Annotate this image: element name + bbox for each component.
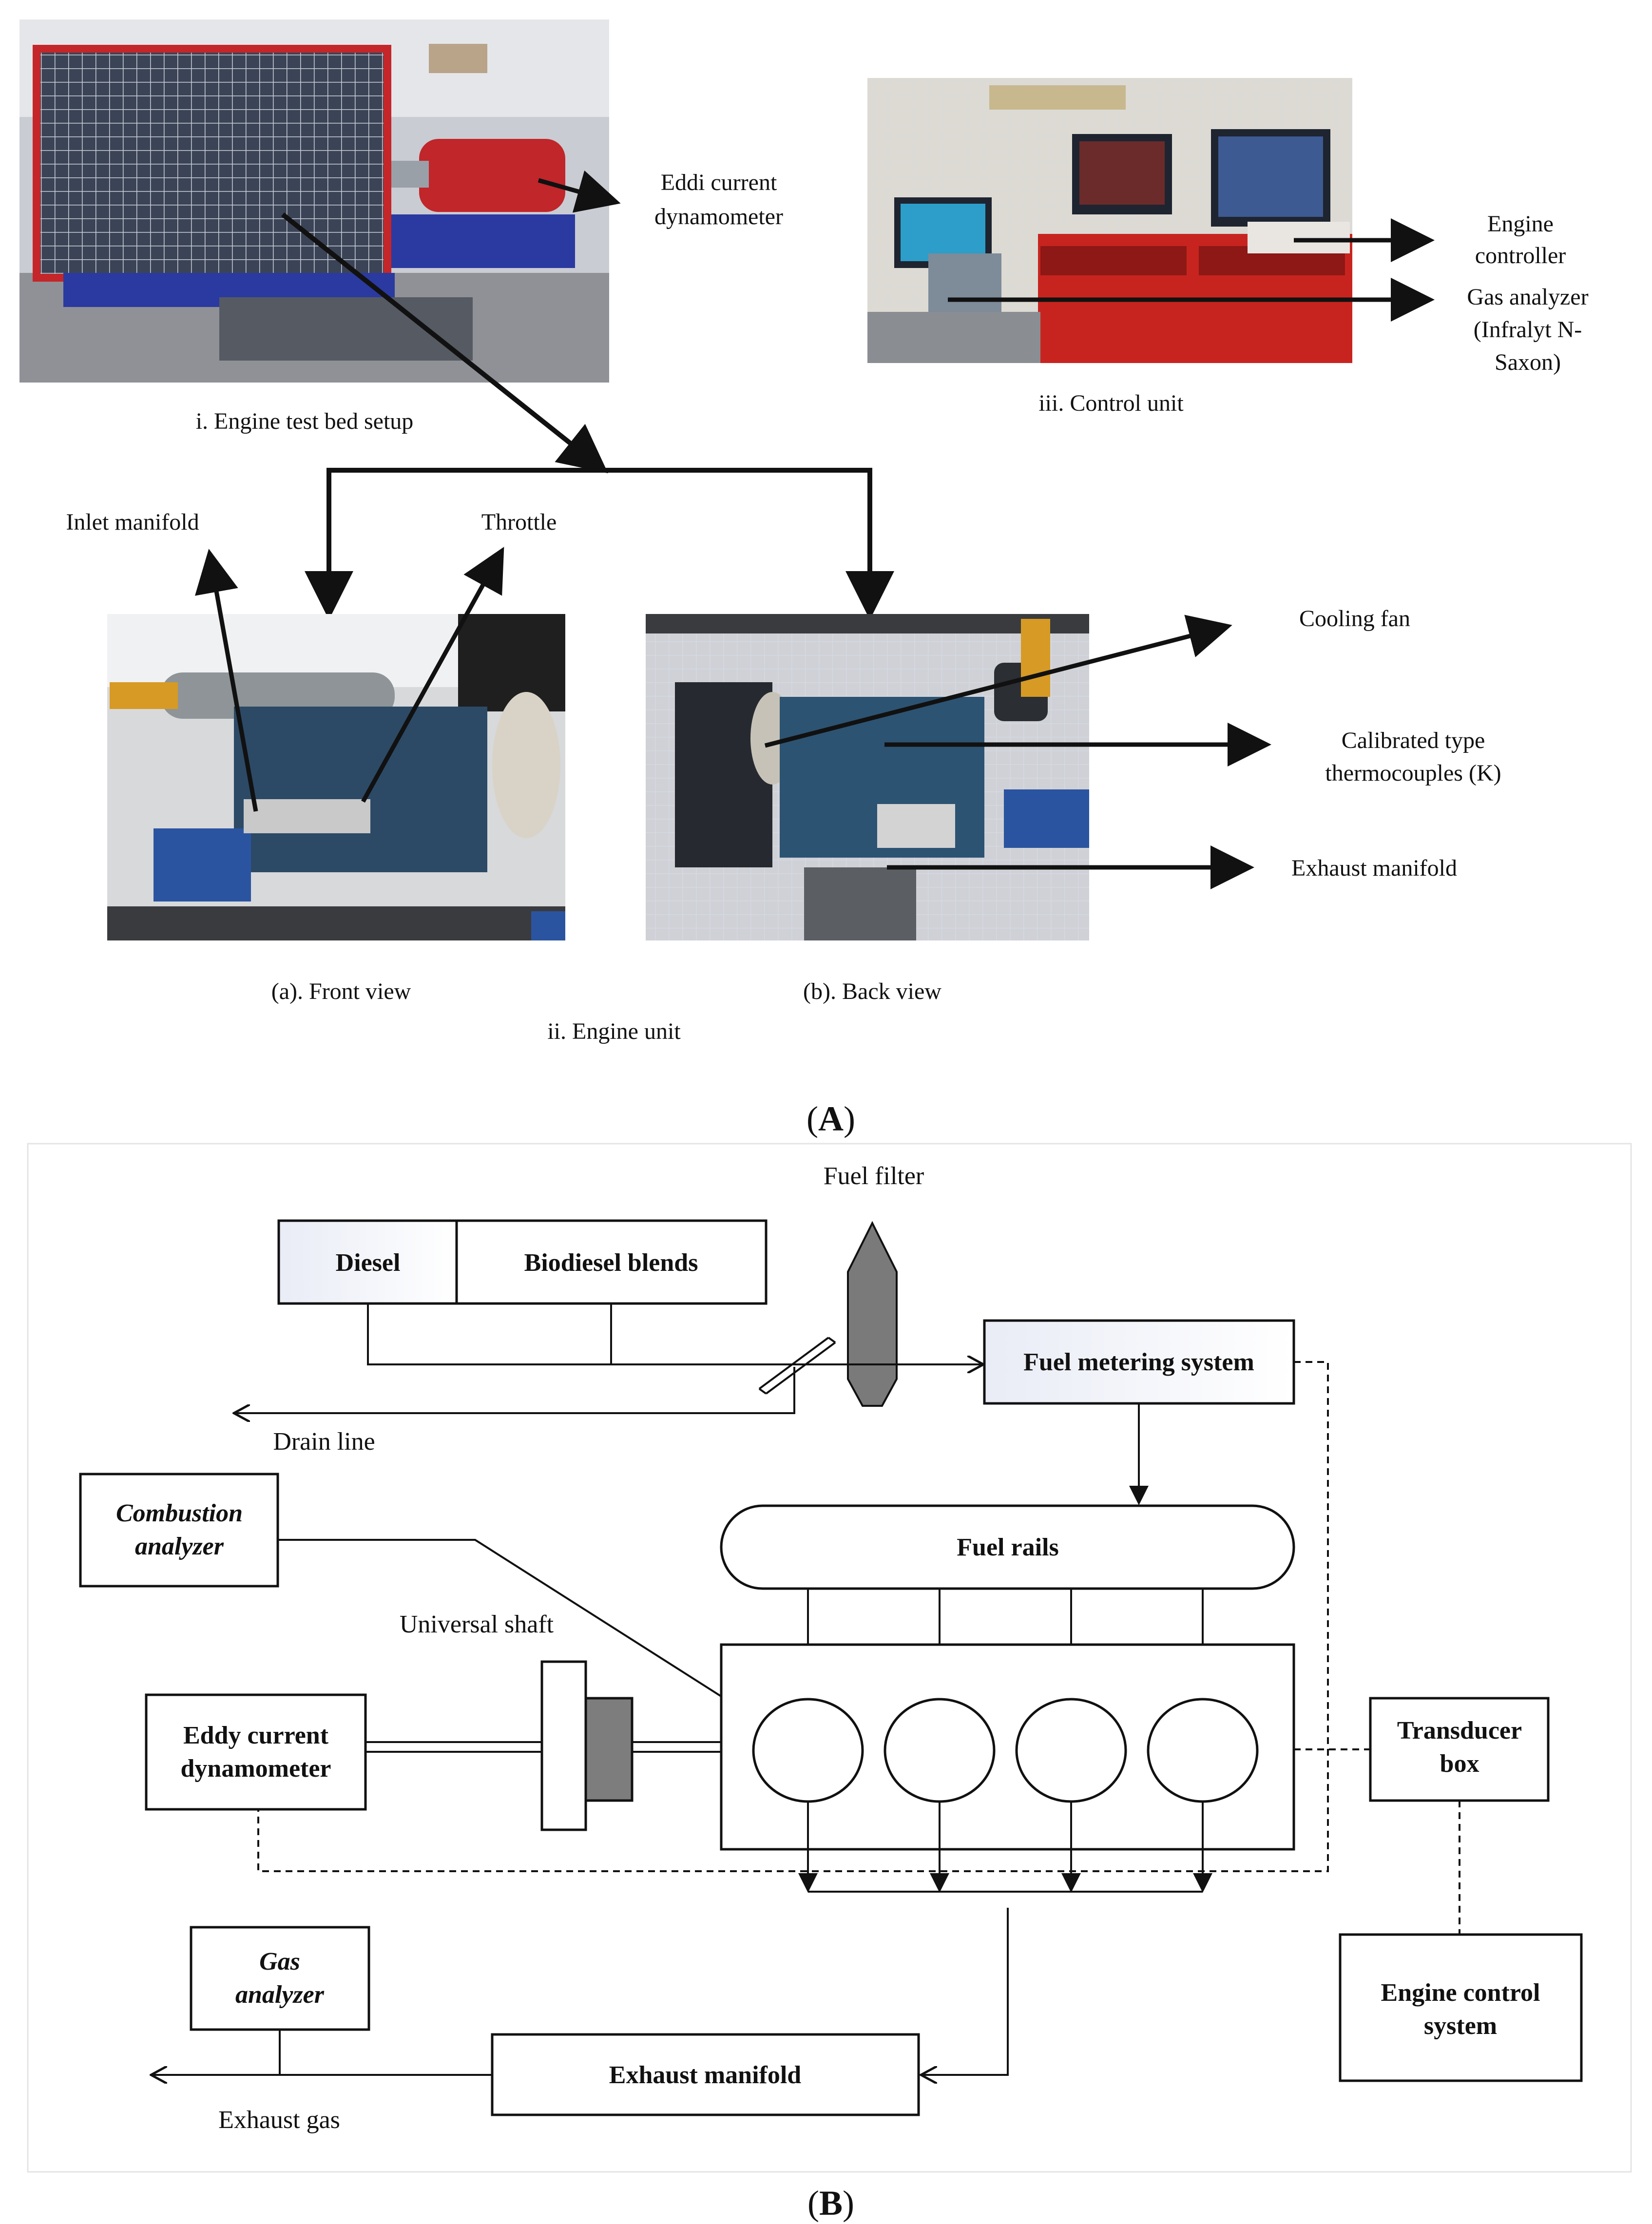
label-exhaust-gas: Exhaust gas [218, 2106, 340, 2134]
back-view-callouts: Cooling fan Calibrated type thermocouple… [764, 606, 1501, 889]
label-system: system [1424, 2012, 1497, 2040]
cylinder-1 [752, 1698, 864, 1803]
label-calibrated-type: Calibrated type [1342, 728, 1485, 753]
box-exhaust-manifold [491, 2033, 920, 2116]
label-fuel-metering-system: Fuel metering system [1023, 1348, 1254, 1376]
control-unit-callouts: Engine controller Gas analyzer (Infralyt… [948, 211, 1589, 375]
panel-a: Eddi current dynamometer i. Engine test … [19, 19, 1589, 1138]
label-throttle: Throttle [481, 509, 557, 535]
universal-shaft: Universal shaft [365, 1610, 721, 1831]
label-drain-line: Drain line [273, 1428, 375, 1456]
label-controller: controller [1475, 243, 1566, 268]
photo-engine-test-bed [19, 19, 609, 383]
gas-analyzer-b: Gas analyzer [190, 1926, 370, 2075]
label-universal-shaft: Universal shaft [400, 1610, 554, 1638]
label-diesel: Diesel [336, 1249, 401, 1277]
label-dynamometer: dynamometer [654, 204, 783, 230]
label-transducer: Transducer [1397, 1717, 1522, 1745]
label-fuel-rails: Fuel rails [957, 1534, 1058, 1561]
fuel-metering-system: Fuel metering system [983, 1319, 1295, 1505]
combustion-analyzer: Combustion analyzer [79, 1473, 773, 1730]
label-saxon: Saxon) [1495, 349, 1561, 375]
dyno-callout: Eddi current dynamometer [538, 170, 783, 230]
label-inlet-manifold: Inlet manifold [66, 509, 199, 535]
label-infralyt: (Infralyt N- [1474, 317, 1582, 343]
label-exhaust-manifold-photo: Exhaust manifold [1291, 855, 1457, 881]
label-combustion-analyzer: analyzer [135, 1533, 224, 1560]
signal-lines [257, 1361, 1460, 1935]
caption-front-view: (a). Front view [271, 978, 411, 1004]
engine-unit-connector [281, 212, 894, 620]
drain-line: Drain line [234, 1367, 795, 1456]
panel-b-label: (B) [807, 2184, 854, 2223]
transducer-box: Transducer box [1369, 1697, 1550, 1802]
eddy-current-dynamometer: Eddy current dynamometer [145, 1693, 367, 1811]
label-eddy-current: Eddy current [183, 1722, 329, 1749]
photo-control-unit [867, 78, 1352, 363]
fuel-tanks: Diesel Biodiesel blends [277, 1219, 768, 1305]
box-biodiesel-blends [455, 1219, 768, 1305]
label-engine: Engine [1487, 211, 1554, 237]
label-eddy-dynamometer: dynamometer [180, 1755, 331, 1783]
label-box: box [1440, 1750, 1479, 1778]
caption-back-view: (b). Back view [803, 978, 941, 1004]
label-eddi-current: Eddi current [661, 170, 777, 195]
cylinder-4 [1147, 1698, 1259, 1803]
front-view-callouts: Inlet manifold Throttle [66, 509, 557, 812]
fuel-supply-line [367, 1304, 983, 1395]
caption-engine-unit: ii. Engine unit [547, 1018, 681, 1044]
label-exhaust-manifold: Exhaust manifold [609, 2061, 802, 2089]
panel-b: Fuel filter Diesel Biodiesel blends Drai… [27, 1143, 1632, 2223]
engine-block [720, 1643, 1295, 1893]
label-cooling-fan: Cooling fan [1299, 606, 1410, 632]
cylinder-2 [884, 1698, 996, 1803]
caption-engine-test-bed: i. Engine test bed setup [196, 408, 414, 434]
fuel-rails: Fuel rails [720, 1504, 1295, 1700]
label-combustion: Combustion [116, 1499, 243, 1527]
photo-back-view [646, 614, 1089, 940]
engine-control-system: Engine control system [1339, 1933, 1583, 2082]
label-gas: Gas [259, 1948, 300, 1975]
panel-a-label: (A) [807, 1099, 855, 1138]
exhaust-path: Exhaust manifold Exhaust gas [151, 1908, 1009, 2134]
label-thermocouples: thermocouples (K) [1325, 760, 1501, 786]
label-biodiesel-blends: Biodiesel blends [524, 1249, 698, 1277]
cylinder-3 [1015, 1698, 1127, 1803]
photo-front-view [107, 614, 565, 940]
label-gas-analyzer: Gas analyzer [1467, 284, 1588, 310]
label-engine-control: Engine control [1381, 1979, 1540, 2007]
label-gas-analyzer-b: analyzer [235, 1981, 325, 2009]
fuel-filter: Fuel filter [824, 1162, 924, 1407]
caption-control-unit: iii. Control unit [1038, 390, 1184, 416]
label-fuel-filter: Fuel filter [824, 1162, 924, 1190]
